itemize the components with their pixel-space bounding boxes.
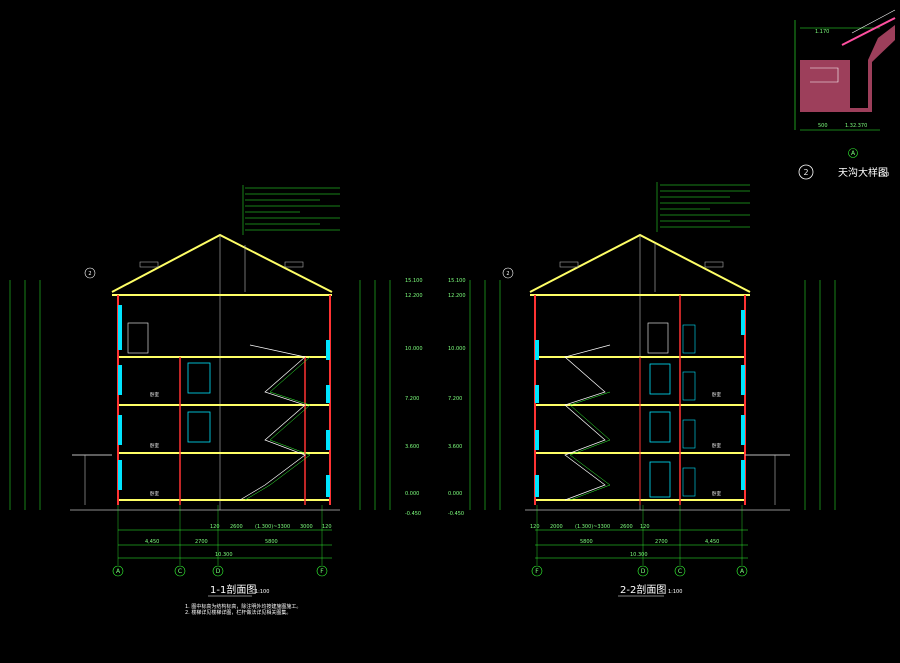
elev-left-6: -0.450 <box>405 511 421 517</box>
dim-r1-3: 2600 <box>620 524 633 530</box>
dim-r2-1: 2700 <box>655 539 668 545</box>
section-right-title: 2-2剖面图 <box>620 583 666 596</box>
dim-l1-2: (1.300)~3300 <box>255 524 290 530</box>
overall-left: 10.300 <box>215 552 233 558</box>
dim-r2-2: 4,450 <box>705 539 719 545</box>
detail-scale: 1:20 <box>878 172 889 178</box>
room-label-l1: 卧室 <box>150 391 159 398</box>
detail-dim-3: 1.32.370 <box>845 123 867 129</box>
elev-right-2: 10.000 <box>448 346 466 352</box>
dim-l1-1: 2600 <box>230 524 243 530</box>
elev-right-4: 3.600 <box>448 444 462 450</box>
note-left-2: 2. 楼梯详见楼梯详图，栏杆做法详见相关图集。 <box>185 609 291 616</box>
elev-left-5: 0.000 <box>405 491 419 497</box>
note-left-1: 1. 图中标高为结构标高，除注明外均按建施图施工。 <box>185 603 301 610</box>
notes-block-left <box>242 185 340 235</box>
notes-block-right <box>656 182 750 232</box>
dim-l1-3: 3000 <box>300 524 313 530</box>
axis-left-3: F <box>320 568 324 575</box>
room-label-r3: 卧室 <box>712 490 721 497</box>
axis-right-3: A <box>740 568 745 575</box>
detail-number: 2 <box>803 168 808 177</box>
room-label-l2: 卧室 <box>150 442 159 449</box>
section-right-scale: 1:100 <box>668 589 682 595</box>
section-left-title: 1-1剖面图 <box>210 583 256 596</box>
axis-right-2: C <box>678 568 682 575</box>
room-label-r2: 卧室 <box>712 442 721 449</box>
elev-right-3: 7.200 <box>448 396 462 402</box>
elev-left-1: 12.200 <box>405 293 423 299</box>
section-2-2: 卧室 卧室 卧室 2 15.100 12.200 10.000 7.200 3.… <box>448 182 836 597</box>
dim-l2-1: 2700 <box>195 539 208 545</box>
overall-right: 10.300 <box>630 552 648 558</box>
dim-r1-1: 2000 <box>550 524 563 530</box>
dim-r1-2: (1.300)~3300 <box>575 524 610 530</box>
callout-right: 2 <box>506 271 509 277</box>
elev-right-5: 0.000 <box>448 491 462 497</box>
elev-left-0: 15.100 <box>405 278 423 284</box>
dim-l1-0: 120 <box>210 524 220 530</box>
dim-l2-2: 5800 <box>265 539 278 545</box>
dim-r1-4: 120 <box>640 524 650 530</box>
axis-left-1: C <box>178 568 182 575</box>
room-label-l3: 卧室 <box>150 490 159 497</box>
section-1-1: 卧室 卧室 卧室 2 15.100 12.200 10.000 7.200 3.… <box>9 185 423 616</box>
callout-left: 2 <box>88 271 91 277</box>
gutter-detail: A 1.170 500 1.32.370 2 天沟大样图 1:20 <box>794 9 896 180</box>
elev-left-3: 7.200 <box>405 396 419 402</box>
axis-right-1: D <box>641 568 646 575</box>
detail-axis: A <box>851 150 856 157</box>
section-left-scale: 1:100 <box>255 589 269 595</box>
room-label-r1: 卧室 <box>712 391 721 398</box>
detail-dim-2: 500 <box>818 123 828 129</box>
elev-right-1: 12.200 <box>448 293 466 299</box>
elev-left-4: 3.600 <box>405 444 419 450</box>
dim-r1-0: 120 <box>530 524 540 530</box>
axis-right-0: F <box>535 568 539 575</box>
axis-left-2: D <box>216 568 221 575</box>
dim-l1-4: 120 <box>322 524 332 530</box>
dim-l2-0: 4,450 <box>145 539 159 545</box>
elev-left-2: 10.000 <box>405 346 423 352</box>
elev-right-6: -0.450 <box>448 511 464 517</box>
detail-title: 天沟大样图 <box>838 166 888 179</box>
detail-dim-1: 1.170 <box>815 29 829 35</box>
dim-r2-0: 5800 <box>580 539 593 545</box>
axis-left-0: A <box>116 568 121 575</box>
elev-right-0: 15.100 <box>448 278 466 284</box>
